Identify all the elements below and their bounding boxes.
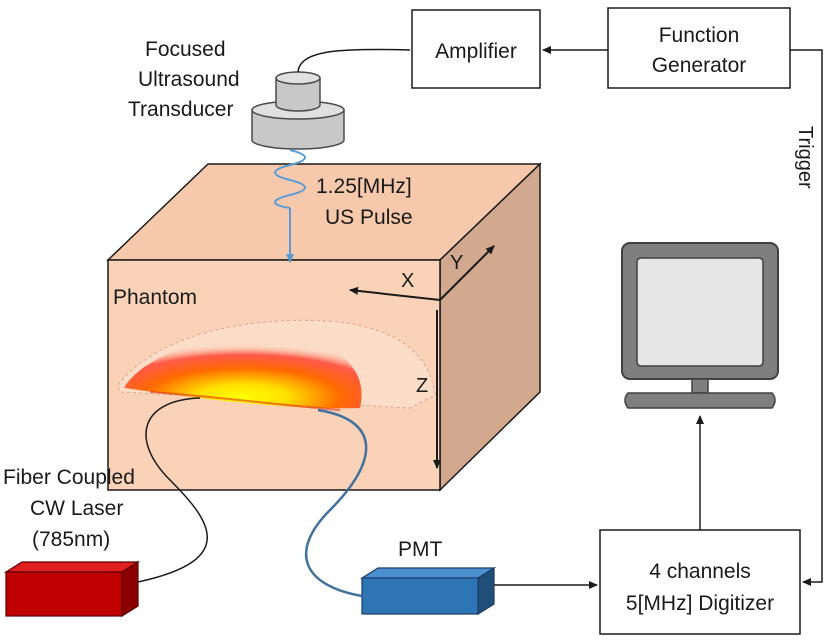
axis-y-label: Y [450,252,463,274]
trigger-label: Trigger [794,126,816,189]
monitor-neck [691,378,709,394]
cable-transducer-amplifier [297,48,411,73]
function-generator-box [607,7,791,89]
pmt-top [359,567,497,579]
phantom-block [106,162,542,492]
heat-region [125,336,362,409]
transducer-base [251,109,345,150]
pulse-label-line1: 1.25[MHz] [316,175,412,198]
function-generator-label-line1: Function [659,24,740,47]
amplifier-box [411,9,541,89]
transducer-label-line3: Transducer [128,98,233,121]
axis-y-arrow [439,245,495,301]
transducer-label-line2: Ultrasound [138,68,240,91]
pulse-label-line2: US Pulse [325,206,413,229]
laser-front [5,571,123,617]
amplifier-label: Amplifier [435,40,517,63]
fiber-phantom-to-pmt [304,408,368,598]
laser-top [3,561,141,573]
transducer-head [275,77,321,112]
axis-x-label: X [401,270,414,292]
laser-label-line2: CW Laser [30,497,123,520]
axis-z-label: Z [416,375,428,397]
laser-side [121,560,139,618]
fiber-laser-to-phantom [137,397,208,583]
transducer-head-top [275,71,321,85]
pmt-front [361,577,479,615]
ultrasound-transducer [251,71,345,150]
digitizer-label-line1: 4 channels [649,560,751,583]
cw-laser [3,560,141,618]
phantom-label: Phantom [113,286,197,309]
digitizer-label-line2: 5[MHz] Digitizer [626,592,774,615]
pmt-label: PMT [398,538,443,561]
trigger-line [790,49,823,586]
transducer-label-line1: Focused [145,38,226,61]
digitizer-box [599,529,801,635]
pmt [359,566,497,616]
axes: X Y Z [349,245,495,469]
heat-region-edge [149,391,341,411]
computer-monitor-icon [621,242,779,409]
laser-label-line3: (785nm) [32,528,110,551]
laser-label-line1: Fiber Coupled [3,466,135,489]
function-generator-label-line2: Generator [652,54,747,77]
us-wave [274,149,306,209]
axis-x-arrow [349,286,441,301]
monitor-stand [624,392,776,409]
monitor-screen [636,257,764,367]
